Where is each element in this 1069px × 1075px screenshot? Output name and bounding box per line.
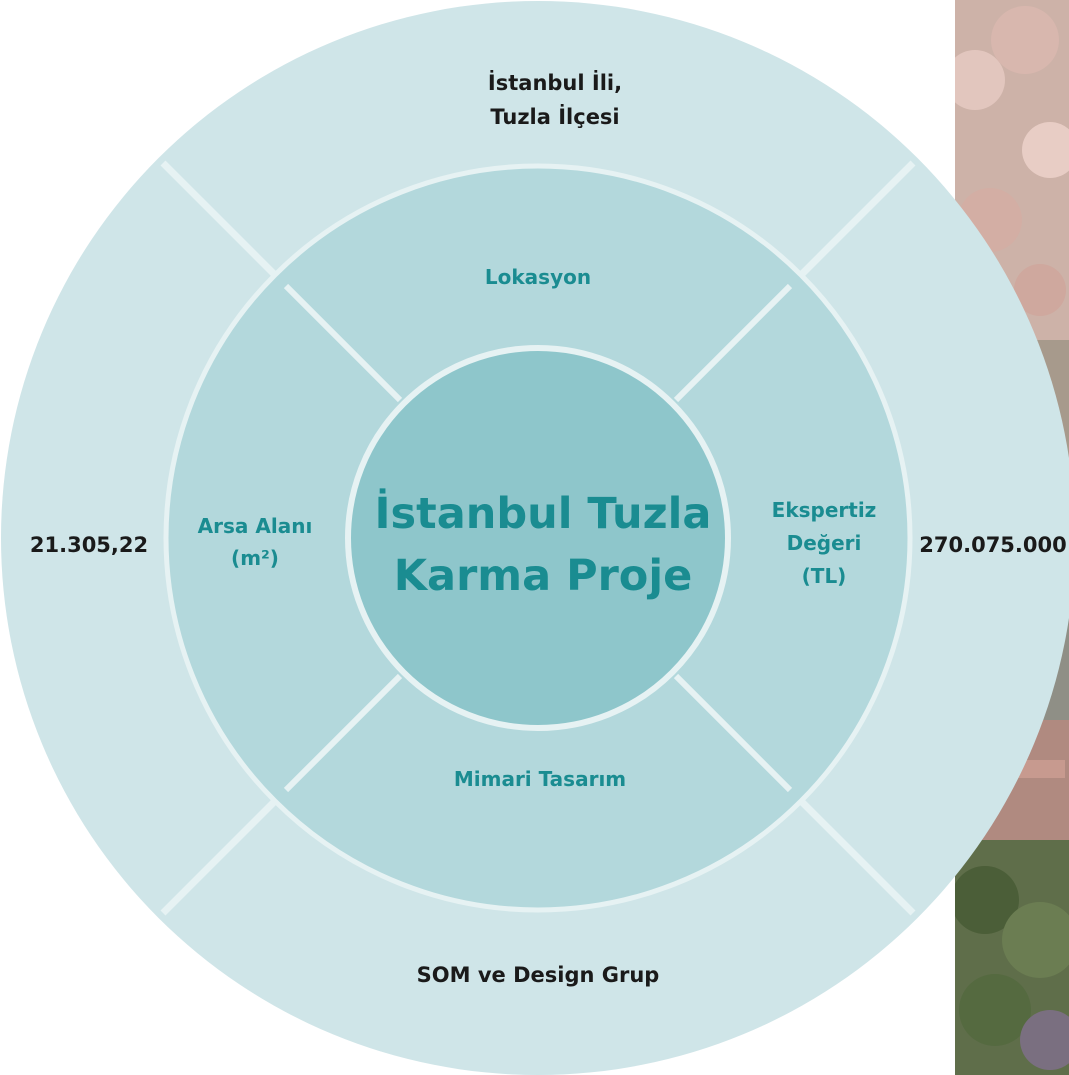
middle-ring-dividers bbox=[283, 283, 793, 793]
location-outer-line-2: Tuzla İlçesi bbox=[490, 104, 619, 129]
appraisal-outer-value: 270.075.000 bbox=[919, 533, 1066, 557]
land-area-outer-value: 21.305,22 bbox=[30, 533, 148, 557]
appraisal-inner-line-2: Değeri bbox=[787, 531, 862, 555]
center-title-line-2: Karma Proje bbox=[394, 551, 693, 601]
appraisal-inner-line-1: Ekspertiz bbox=[772, 498, 877, 522]
architecture-inner-label: Mimari Tasarım bbox=[454, 767, 626, 791]
location-outer-line-1: İstanbul İli, bbox=[488, 70, 622, 95]
architecture-outer-value: SOM ve Design Grup bbox=[417, 963, 660, 987]
outer-ring-dividers bbox=[160, 160, 916, 916]
appraisal-inner-line-3: (TL) bbox=[802, 564, 847, 588]
center-circle bbox=[345, 345, 731, 731]
location-inner-label: Lokasyon bbox=[485, 265, 591, 289]
land-area-inner-line-1: Arsa Alanı bbox=[198, 514, 313, 538]
center-title-line-1: İstanbul Tuzla bbox=[375, 488, 712, 539]
land-area-inner-line-2: (m²) bbox=[231, 546, 279, 570]
